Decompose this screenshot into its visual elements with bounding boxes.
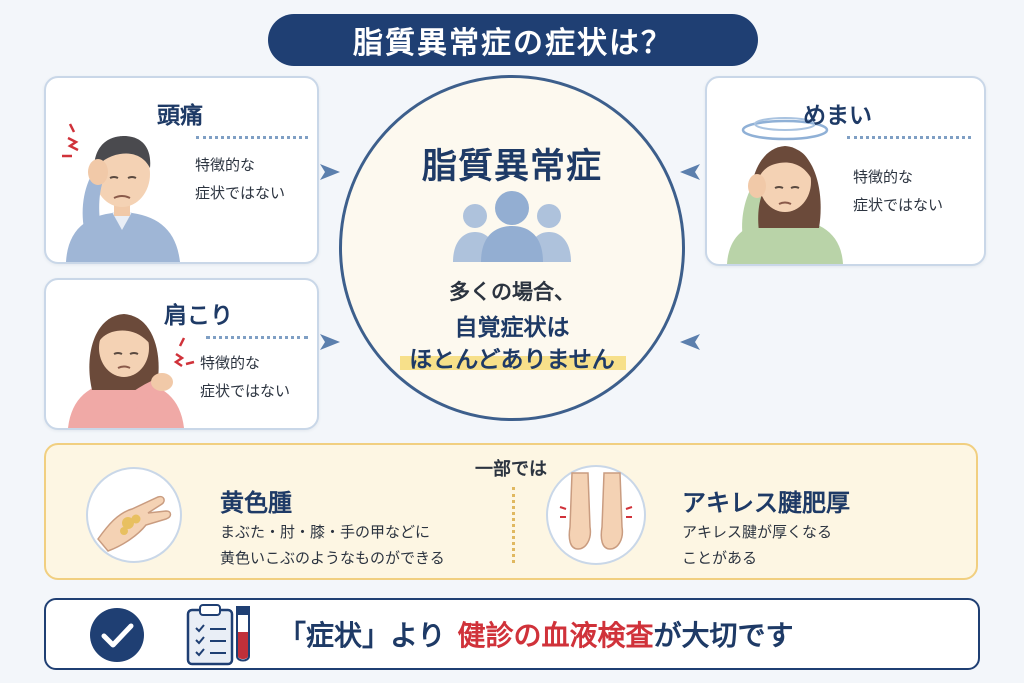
partial-cases-box: 一部では 黄色腫 まぶた・肘・膝・手の甲などに 黄色いこぶのようなものができる …	[44, 443, 978, 580]
symptom-text-line2: 症状ではない	[195, 184, 286, 202]
xanthoma-text-line1: まぶた・肘・膝・手の甲などに	[220, 523, 431, 541]
checkmark-circle-icon	[90, 608, 144, 662]
center-line2: 自覚症状は	[454, 315, 570, 341]
symptom-text-line1: 特徴的な	[853, 168, 914, 186]
symptom-text-line1: 特徴的な	[200, 354, 261, 372]
blood-test-tube-icon	[236, 606, 250, 662]
conclusion-bar: 「症状」より健診の血液検査が大切です	[44, 598, 980, 670]
symptom-title-stiff-shoulders: 肩こり	[164, 303, 233, 329]
conclusion-part1: 「症状」より	[278, 619, 446, 652]
xanthoma-text-line2: 黄色いこぶのようなものができる	[220, 549, 445, 567]
symptom-card-dizziness: めまい 特徴的な 症状ではない	[705, 76, 986, 266]
conclusion-text: 「症状」より健診の血液検査が大切です	[278, 614, 793, 654]
arrow-right-icon	[320, 164, 340, 180]
achilles-title: アキレス腱肥厚	[682, 489, 850, 517]
center-circle: 脂質異常症 多くの場合、 自覚症状は ほとんどありません	[339, 75, 685, 421]
center-line1: 多くの場合、	[449, 280, 575, 304]
symptom-card-headache: 頭痛 特徴的な 症状ではない	[44, 76, 319, 264]
people-group-icon	[453, 191, 571, 262]
dizziness-person-illustration	[727, 117, 843, 264]
yellow-highlight	[400, 356, 626, 370]
page-title: 脂質異常症の症状は？	[268, 14, 758, 66]
xanthoma-illustration	[86, 467, 182, 563]
stiff-shoulders-person-illustration	[68, 314, 195, 428]
achilles-text-line2: ことがある	[682, 549, 758, 567]
symptom-title-headache: 頭痛	[157, 103, 203, 129]
symptom-title-dizziness: めまい	[803, 103, 872, 129]
arrow-right-icon	[320, 334, 340, 350]
dotted-vertical-divider	[512, 487, 515, 563]
arrow-left-icon	[680, 334, 700, 350]
symptom-text-line1: 特徴的な	[195, 156, 256, 174]
conclusion-part3: が大切です	[653, 619, 794, 652]
center-title: 脂質異常症	[421, 147, 602, 187]
arrow-left-icon	[680, 164, 700, 180]
xanthoma-title: 黄色腫	[220, 489, 292, 517]
symptom-text-line2: 症状ではない	[853, 196, 944, 214]
achilles-text-line1: アキレス腱が厚くなる	[682, 523, 833, 541]
achilles-tendon-illustration	[546, 465, 646, 565]
dotted-divider	[206, 336, 308, 339]
dotted-divider	[196, 136, 308, 139]
symptom-text-line2: 症状ではない	[200, 382, 291, 400]
center-line3: ほとんどありません	[409, 347, 615, 373]
conclusion-part2: 健診の血液検査	[457, 619, 654, 652]
clipboard-checklist-icon	[186, 604, 234, 666]
dotted-divider	[847, 136, 971, 139]
symptom-card-stiff-shoulders: 肩こり 特徴的な 症状ではない	[44, 278, 319, 430]
partial-heading: 一部では	[475, 459, 547, 480]
headache-person-illustration	[62, 123, 180, 262]
